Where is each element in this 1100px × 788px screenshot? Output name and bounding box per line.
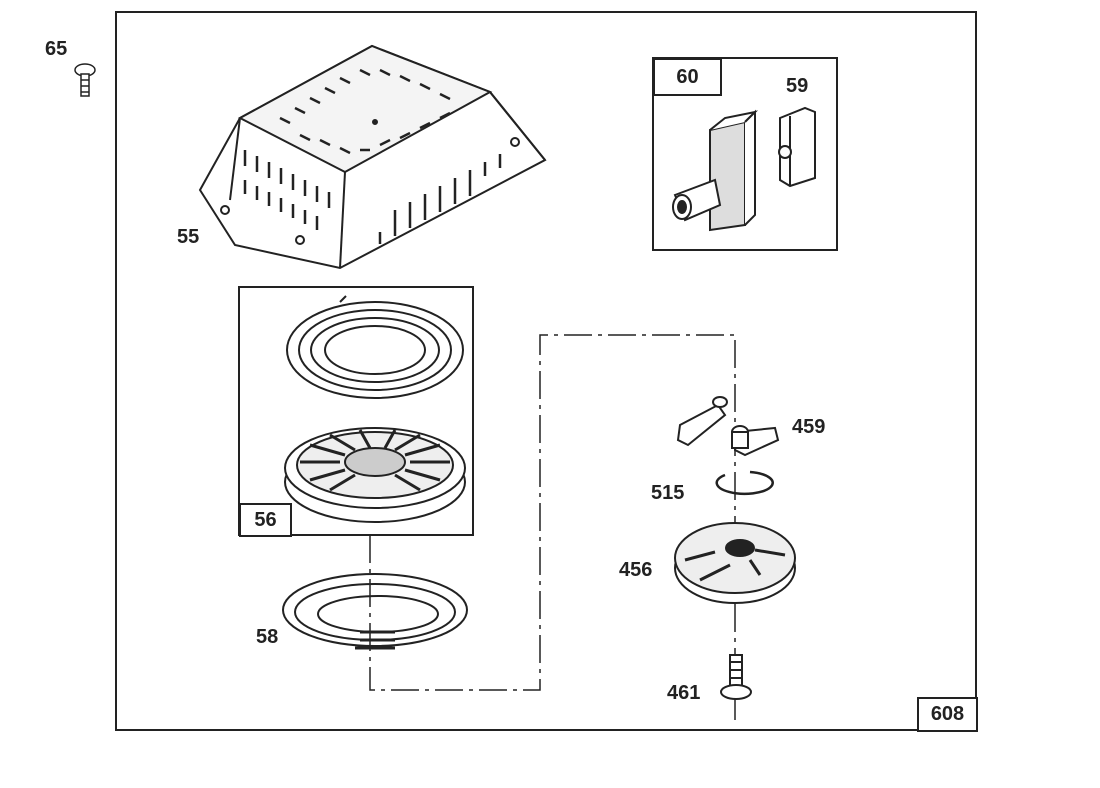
cam-drawing: [674, 522, 796, 604]
insert-drawing: [778, 106, 816, 188]
handle-drawing: [672, 109, 759, 232]
part-label-55: 55: [177, 226, 200, 248]
screw-65-drawing: [74, 63, 96, 97]
part-label-459: 459: [792, 416, 826, 438]
diagram-code-label: 608: [917, 697, 978, 732]
starter-housing-drawing: [198, 44, 547, 270]
kit-box-56: [238, 286, 474, 536]
diagram-frame: [115, 11, 977, 731]
part-label-56: 56: [239, 503, 292, 537]
part-label-461: 461: [667, 682, 701, 704]
assembly-centerline: [369, 334, 736, 720]
part-label-59: 59: [786, 75, 809, 97]
part-label-456: 456: [619, 559, 653, 581]
pulley-drawing: [284, 427, 466, 523]
part-label-515: 515: [651, 482, 685, 504]
part-label-58: 58: [256, 626, 279, 648]
kit-box-60: [652, 57, 838, 251]
pawls-drawing: [676, 396, 780, 457]
rope-drawing: [282, 573, 468, 650]
retainer-ring-drawing: [715, 470, 774, 496]
part-label-60: 60: [653, 58, 722, 96]
part-label-65: 65: [45, 38, 68, 60]
screw-461-drawing: [720, 654, 752, 700]
spring-drawing: [286, 295, 464, 399]
